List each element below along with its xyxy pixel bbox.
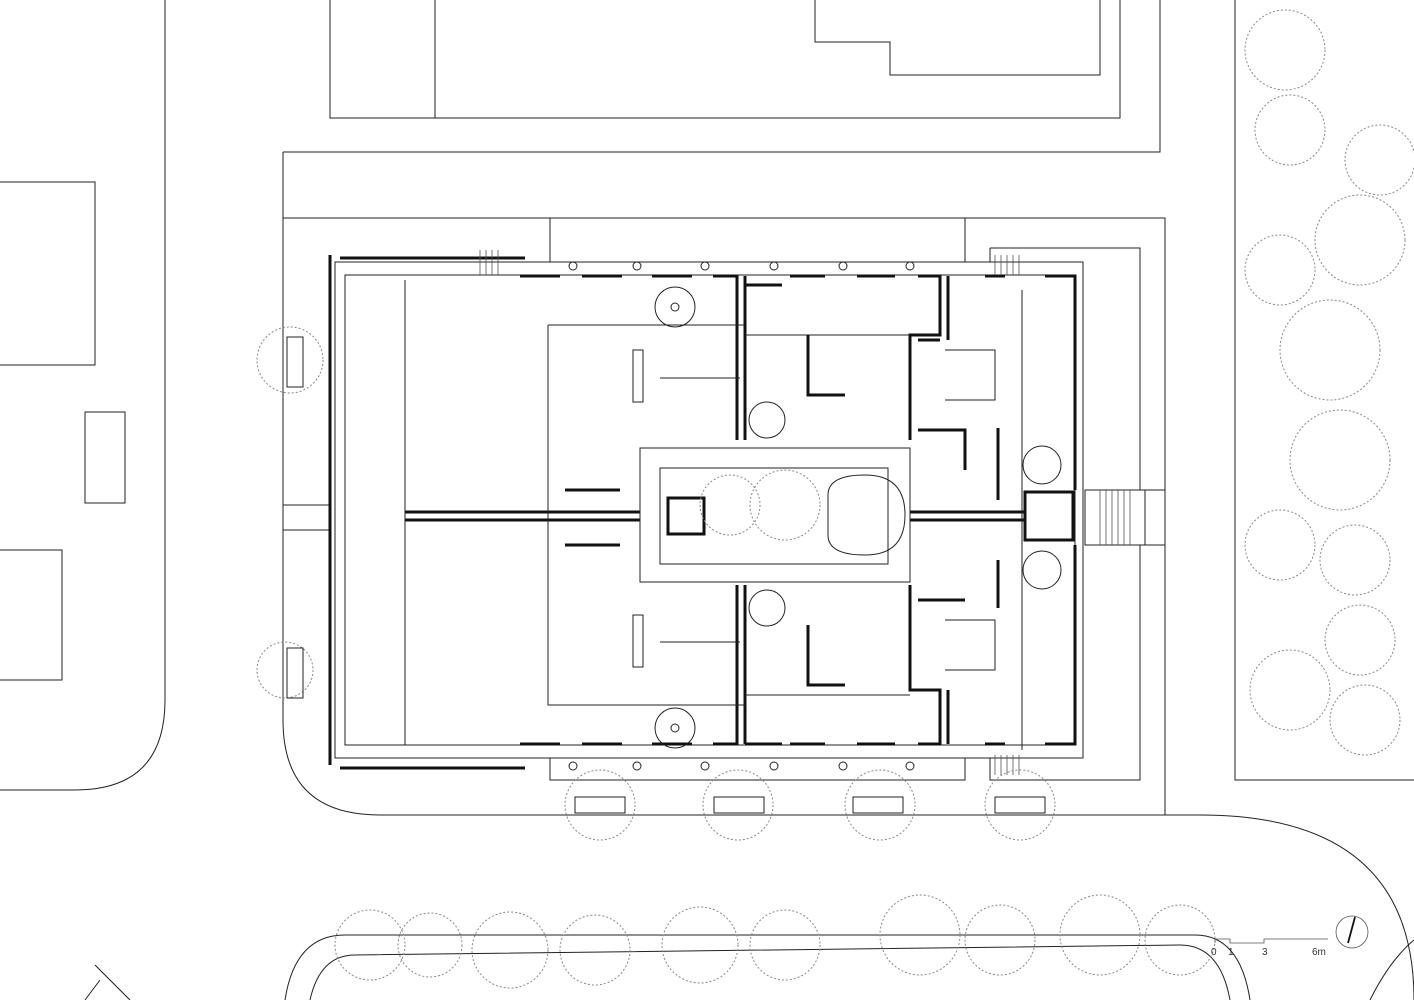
- columns: [568, 261, 915, 771]
- spiral-stairs: [654, 286, 1062, 749]
- site-boundary: [283, 217, 1166, 815]
- scale-label-1: 1: [1228, 947, 1234, 958]
- scale-label-3: 3: [1262, 947, 1268, 958]
- scale-label-0: 0: [1211, 947, 1217, 958]
- trees: [256, 9, 1414, 989]
- north-arrow-icon: [1335, 915, 1369, 949]
- building-walls: [328, 250, 1146, 775]
- scale-label-6m: 6m: [1312, 947, 1326, 958]
- scale-bar: 0 1 3 6m: [1211, 938, 1328, 958]
- planters: [286, 336, 1046, 814]
